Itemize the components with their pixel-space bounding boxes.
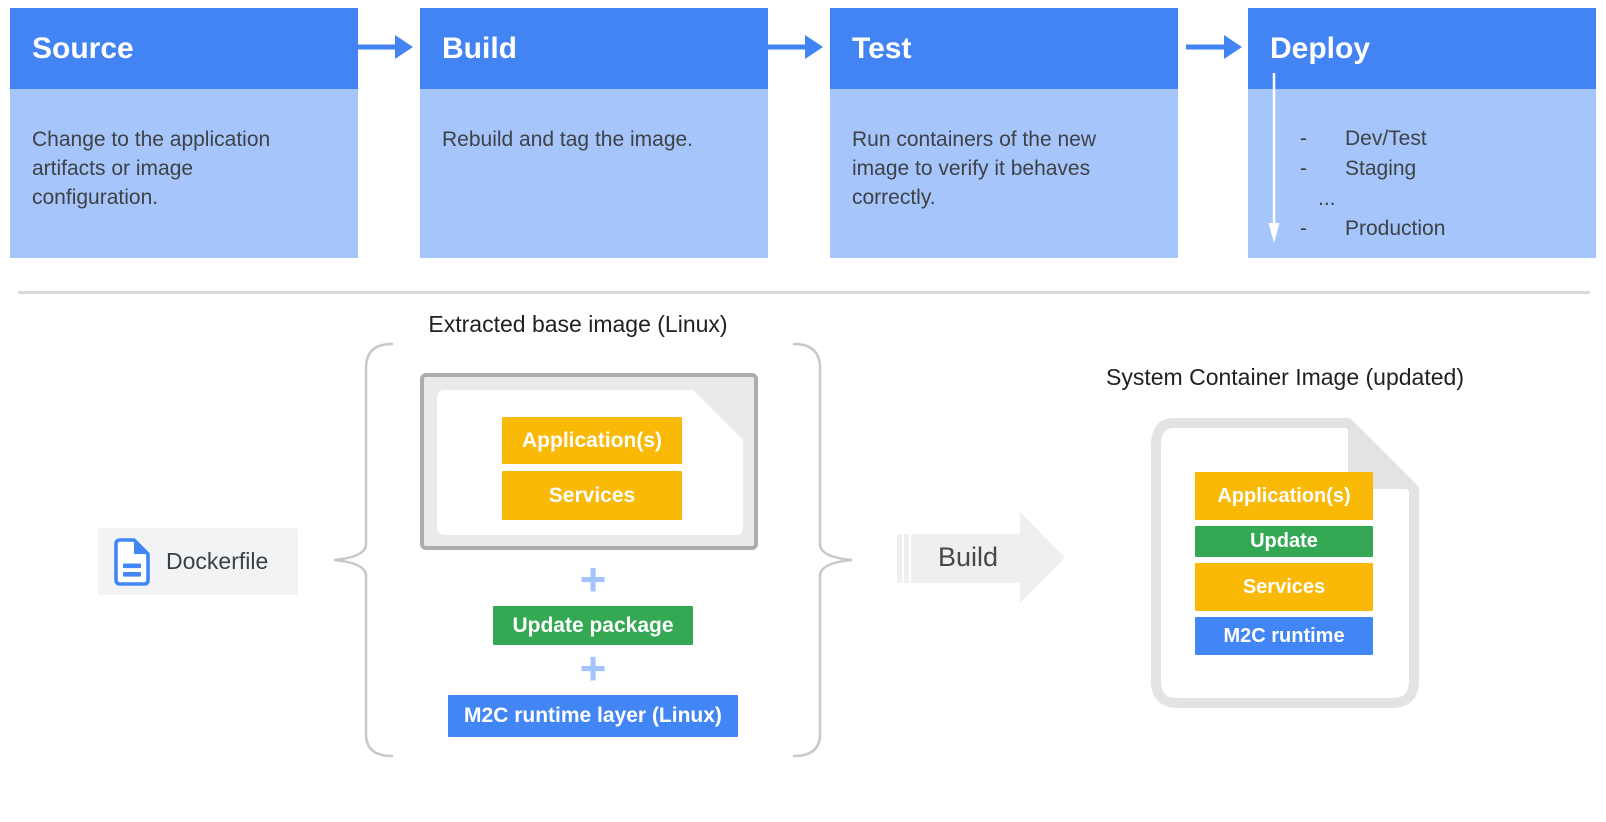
deploy-environment-list: - Dev/Test - Staging ... - Production [1248,124,1596,244]
build-arrow-icon [897,512,1065,603]
result-layer-applications: Application(s) [1195,472,1373,520]
stage-build: Build Rebuild and tag the image. [420,8,768,258]
stage-build-title: Build [420,8,768,89]
dockerfile-chip: Dockerfile [98,528,298,595]
dash-bullet: - [1300,217,1307,240]
stage-test-title: Test [830,8,1178,89]
stage-test-description: Run containers of the new image to verif… [830,89,1178,258]
stage-deploy-title: Deploy [1248,8,1596,89]
result-layer-m2c-runtime: M2C runtime [1195,617,1373,655]
plus-icon: + [579,642,607,694]
arrow-build-to-test-icon [767,35,823,59]
right-brace [792,342,853,758]
stage-deploy-body [1248,89,1596,258]
deploy-progression-arrow-icon [1268,73,1280,243]
deploy-env-staging: - Staging [1248,154,1596,184]
stage-source-description: Change to the application artifacts or i… [10,89,358,258]
deploy-env-dev-test: - Dev/Test [1248,124,1596,154]
layer-applications: Application(s) [502,417,682,464]
arrow-source-to-build-icon [357,35,413,59]
stage-deploy: Deploy - Dev/Test - Staging ... - Produc… [1248,8,1596,258]
deploy-env-production: - Production [1248,214,1596,244]
stage-test: Test Run containers of the new image to … [830,8,1178,258]
layer-services: Services [502,471,682,520]
deploy-env-ellipsis: ... [1318,187,1336,210]
build-arrow-label: Build [937,542,999,572]
extracted-base-image-title: Extracted base image (Linux) [428,311,728,337]
document-icon [114,537,150,586]
update-package-box: Update package [493,606,693,645]
stage-build-description: Rebuild and tag the image. [420,89,768,258]
stage-source: Source Change to the application artifac… [10,8,358,258]
dash-bullet: - [1300,157,1307,180]
system-container-image-title: System Container Image (updated) [1106,364,1464,390]
result-layer-services: Services [1195,563,1373,611]
dash-bullet: - [1300,127,1307,150]
left-brace [333,342,394,758]
plus-icon: + [579,553,607,605]
arrow-test-to-deploy-icon [1186,35,1242,59]
dockerfile-label: Dockerfile [166,548,269,574]
result-layer-update: Update [1195,526,1373,557]
section-divider [18,291,1590,294]
m2c-runtime-layer-box: M2C runtime layer (Linux) [448,695,738,737]
stage-source-title: Source [10,8,358,89]
